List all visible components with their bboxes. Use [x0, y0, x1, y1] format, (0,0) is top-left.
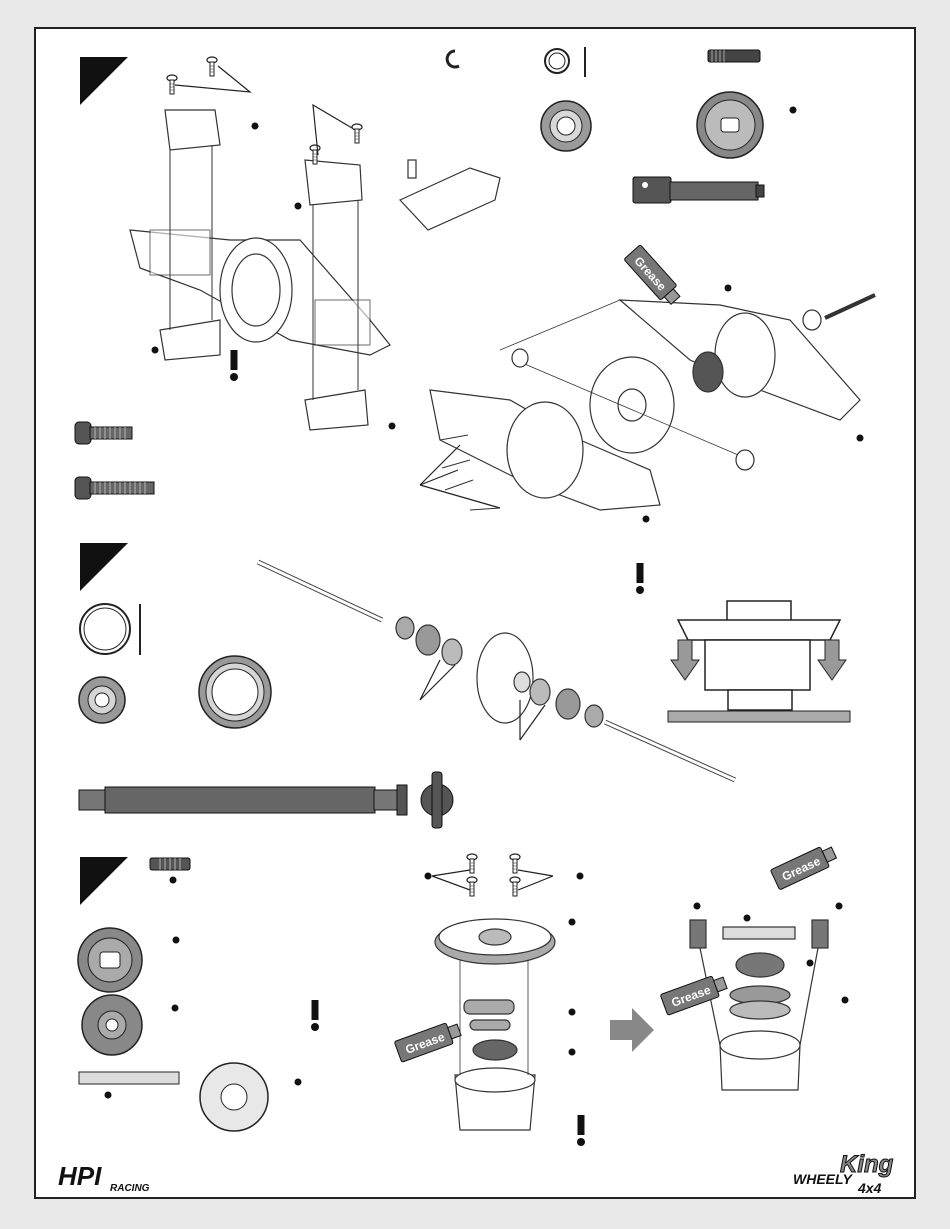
large-bearing-part [199, 656, 271, 728]
press-fit-diagram [668, 601, 850, 722]
bevel-gear-small-part [82, 995, 179, 1055]
diff-assembly-exploded [432, 854, 555, 1130]
wheely-king-logo: WHEELY King 4x4 [793, 1151, 894, 1196]
4x4-logo-text: 4x4 [857, 1180, 882, 1196]
bearing-part [541, 101, 591, 151]
grease-tube-3: Grease [770, 843, 838, 890]
screw-long-part [75, 477, 154, 499]
small-pin-part [150, 858, 190, 884]
axle-housing-assembly [130, 57, 500, 430]
grease-tube-4: Grease [660, 972, 729, 1015]
small-bearing-part [79, 677, 125, 723]
step-1-section: Grease [75, 47, 875, 523]
hpi-logo-text: HPI [58, 1161, 102, 1191]
next-step-arrow [610, 1008, 654, 1052]
e-clip-part [447, 51, 459, 67]
step-2-section [79, 543, 850, 828]
thrust-washer-part [200, 1063, 302, 1131]
driveshaft-part [79, 772, 453, 828]
washer-part [545, 47, 585, 77]
step-3-section: Grease Grease Grease [78, 843, 849, 1146]
racing-logo-text: RACING [110, 1183, 150, 1194]
cross-pin-part [79, 1072, 179, 1099]
step-marker-3 [80, 857, 128, 905]
grease-tube-1: Grease [624, 245, 684, 308]
axle-shaft-exploded [258, 562, 735, 780]
screw-short-part [75, 422, 132, 444]
bevel-gear-large-part [78, 928, 180, 992]
shim-part [80, 604, 140, 655]
hpi-racing-logo: HPI RACING [58, 1161, 150, 1194]
king-logo-text: King [840, 1151, 894, 1178]
diff-gear-part [697, 92, 797, 158]
step-marker-2 [80, 543, 128, 591]
outdrive-part [633, 177, 764, 203]
axle-housing-exploded [420, 295, 875, 510]
pin-part [708, 50, 760, 62]
diff-assembly-final [690, 920, 828, 1090]
step-marker-1 [80, 57, 128, 105]
grease-tube-2: Grease [394, 1019, 463, 1062]
